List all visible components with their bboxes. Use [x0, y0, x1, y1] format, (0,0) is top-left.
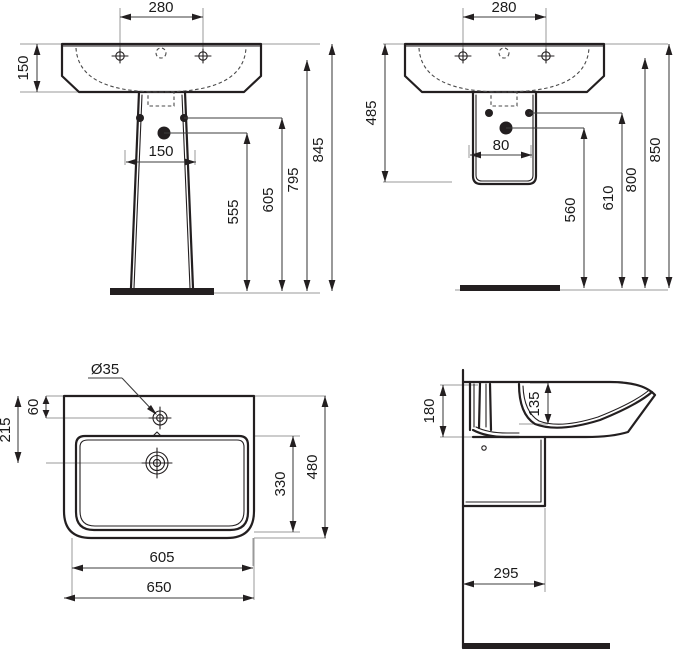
dim-label-side-180: 180: [421, 398, 438, 423]
basin-outline-semi: [403, 42, 606, 94]
dim-label-front-150-height: 150: [15, 55, 32, 80]
dim-front-150-width: 150: [126, 143, 196, 166]
bowl-outline-plan: [74, 434, 250, 532]
waste-outlet-plan: [141, 447, 173, 479]
dim-plan-480: 480: [304, 396, 329, 538]
dim-side-295: 295: [463, 565, 545, 588]
dim-label-front-845: 845: [310, 137, 327, 162]
bowl-inner-profile-side-2: [522, 385, 649, 425]
tap-hole-plan: [148, 406, 172, 430]
pedestal-outline-front: [129, 90, 141, 290]
dim-semi-850: 850: [647, 44, 673, 288]
dim-side-180: 180: [421, 385, 447, 437]
dim-label-plan-605: 605: [149, 549, 174, 566]
waste-outlet-side: [481, 445, 487, 451]
tap-hole-right-semi: [537, 48, 555, 64]
dim-label-d35: Ø35: [91, 361, 119, 378]
overflow-notch-plan: [152, 431, 162, 437]
semi-pedestal-outline: [471, 90, 538, 186]
dim-label-semi-80: 80: [493, 137, 510, 154]
dim-label-front-555: 555: [225, 199, 242, 224]
dim-label-front-150-width: 150: [148, 143, 173, 160]
dim-front-150-height: 150: [15, 44, 41, 92]
tap-hole-right: [194, 48, 212, 64]
pedestal-edge-right-inner: [181, 94, 191, 289]
dim-label-front-795: 795: [285, 167, 302, 192]
dim-plan-650: 650: [64, 579, 254, 602]
dim-plan-60: 60: [25, 396, 50, 418]
waste-trap-hidden-semi: [490, 91, 518, 107]
pedestal-edge-left-inner: [133, 94, 143, 289]
dim-label-plan-215: 215: [0, 417, 14, 442]
dim-label-plan-60: 60: [25, 399, 42, 416]
dim-front-555: 555: [225, 133, 251, 291]
overflow-hole-semi: [498, 47, 510, 59]
dim-label-front-605: 605: [260, 187, 277, 212]
semi-extension-lines: [383, 8, 668, 291]
dim-semi-280: 280: [463, 0, 546, 21]
dim-label-front-280: 280: [148, 0, 173, 16]
floor-base-plate-semi: [460, 285, 560, 291]
dim-front-845: 845: [310, 44, 336, 291]
dim-label-semi-850: 850: [647, 137, 664, 162]
dim-label-semi-610: 610: [600, 185, 617, 210]
semi-pedestal-inner-edge: [475, 94, 534, 182]
dim-label-plan-480: 480: [304, 454, 321, 479]
plan-extension-lines: [46, 395, 326, 600]
dim-semi-610: 610: [600, 113, 626, 288]
dim-semi-560: 560: [562, 128, 588, 288]
waste-trap-hidden: [147, 91, 175, 107]
bowl-interior-hidden: [75, 47, 247, 93]
supply-connection-left-semi: [485, 109, 493, 117]
leader-d35: Ø35: [88, 361, 157, 415]
dim-front-795: 795: [285, 60, 311, 291]
view-front-elevation-semi: 280 485 80 560 610: [363, 0, 673, 291]
dim-front-280: 280: [120, 0, 203, 21]
dim-label-semi-800: 800: [623, 167, 640, 192]
basin-profile-side: [461, 380, 657, 439]
dim-label-plan-650: 650: [146, 579, 171, 596]
view-plan: Ø35 60 215 330 480: [0, 361, 329, 602]
bowl-inner-profile-side: [517, 382, 654, 429]
view-side-section: 180 135 295: [421, 368, 657, 650]
dim-side-135: 135: [526, 383, 552, 424]
view-front-elevation: 280 150 150 555 605: [15, 0, 336, 295]
dim-plan-330: 330: [272, 436, 297, 532]
pedestal-profile-side: [461, 435, 547, 508]
dim-front-605: 605: [260, 118, 286, 291]
dim-label-semi-280: 280: [491, 0, 516, 16]
supply-connection-left: [136, 114, 144, 122]
dim-plan-215: 215: [0, 396, 22, 463]
pedestal-profile-side-inner: [465, 439, 542, 503]
dim-label-side-295: 295: [493, 565, 518, 582]
basin-outline-front: [60, 42, 263, 94]
dim-semi-485: 485: [363, 44, 389, 182]
dim-plan-605: 605: [72, 549, 253, 572]
tap-hole-left: [111, 48, 129, 64]
dim-label-semi-560: 560: [562, 197, 579, 222]
dim-semi-80: 80: [470, 137, 532, 159]
bowl-outline-plan-inner: [79, 439, 245, 527]
dim-label-side-135: 135: [526, 391, 543, 416]
floor-line-side: [463, 643, 610, 649]
tap-hole-left-semi: [454, 48, 472, 64]
splashback-detail-side: [468, 380, 493, 432]
floor-base-plate: [110, 288, 214, 295]
basin-outline-plan: [62, 394, 256, 540]
dim-label-semi-485: 485: [363, 100, 380, 125]
dim-semi-800: 800: [623, 58, 649, 288]
bowl-interior-hidden-semi: [418, 47, 590, 93]
rim-underside-detail: [471, 428, 521, 439]
overflow-hole-front: [155, 47, 167, 59]
dim-label-plan-330: 330: [272, 471, 289, 496]
